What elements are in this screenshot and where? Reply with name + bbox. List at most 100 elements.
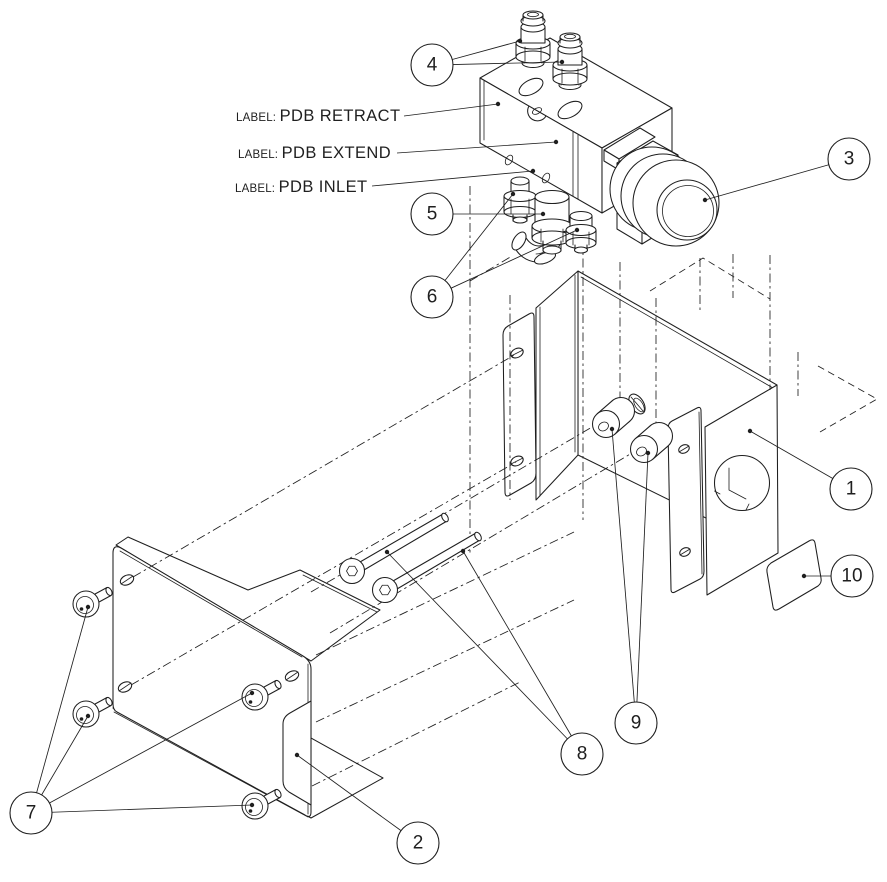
top-port-hole: [557, 100, 583, 120]
leader-dot: [85, 604, 91, 610]
hole-mark: [510, 457, 524, 465]
leader-dot: [540, 211, 546, 217]
button-screw: [72, 695, 114, 728]
nut-facets: [540, 228, 564, 243]
axis-line: [311, 681, 521, 787]
balloon-leader-line: [749, 430, 834, 479]
balloon-4[interactable]: 4: [410, 38, 565, 87]
flange-thickness: [302, 574, 378, 613]
socket-screw: [371, 530, 484, 604]
washer-slot: [630, 396, 644, 412]
cap-top: [510, 176, 530, 186]
balloon-10[interactable]: 10: [801, 554, 874, 598]
part-2-angle-bracket: [112, 536, 384, 819]
leader-dot: [559, 59, 565, 65]
washer-inner: [633, 397, 645, 413]
label-name: PDB EXTEND: [282, 144, 391, 162]
leader-dot: [294, 752, 300, 758]
balloon-number: 2: [413, 833, 424, 854]
balloon-leader-line: [462, 550, 572, 737]
button-screw: [241, 787, 283, 820]
front-face: [112, 546, 312, 817]
leader-dot: [85, 713, 91, 719]
balloon-leader-line: [386, 551, 568, 740]
centerlines: [130, 186, 878, 787]
leader-dot: [517, 38, 523, 44]
tube-tip: [542, 245, 562, 255]
connector-face-inner: [656, 179, 718, 241]
hole-mark: [118, 682, 132, 692]
balloon-leader-line: [452, 61, 563, 65]
balloon-number: 9: [631, 713, 642, 734]
balloon-leader-line: [51, 804, 253, 813]
leader-dot: [249, 690, 255, 696]
balloon-circle[interactable]: [827, 137, 871, 181]
large-hole: [713, 454, 771, 512]
notch-hole: [531, 107, 543, 115]
fitting-middle-inlet: [531, 189, 573, 255]
balloon-7[interactable]: 7: [9, 604, 255, 835]
port-label-pdb-extend: LABEL: PDB EXTEND: [238, 139, 559, 162]
label-name: PDB INLET: [279, 178, 368, 196]
balloon-number: 4: [427, 55, 438, 76]
balloon-circle[interactable]: [9, 791, 53, 835]
fold-edge: [119, 550, 303, 658]
part-1-mounting-bracket: [502, 270, 779, 596]
port-label-pdb-inlet: LABEL: PDB INLET: [235, 168, 536, 196]
left-mounting-flange: [502, 312, 537, 497]
balloon-5[interactable]: 5: [410, 192, 546, 236]
balloon-circle[interactable]: [830, 554, 874, 598]
part-9-spacers: [591, 393, 674, 464]
balloon-number: 10: [841, 566, 862, 587]
body-top: [534, 189, 570, 205]
hidden-outline: [649, 257, 771, 300]
balloon-circle[interactable]: [560, 732, 604, 776]
balloon-circle[interactable]: [614, 701, 658, 745]
part-8-socket-screws: [338, 511, 484, 604]
part-3-round-connector: [609, 146, 720, 247]
leader-dot: [460, 548, 466, 554]
leader-dot: [747, 428, 753, 434]
axis-line: [130, 461, 517, 686]
fold-edge: [580, 276, 774, 389]
fitting-small-left: [503, 176, 537, 224]
balloon-leader-line: [704, 164, 829, 201]
balloon-leader-line: [49, 692, 253, 804]
push-in-fitting: [552, 32, 588, 91]
balloon-circle[interactable]: [396, 821, 440, 865]
leader-dot: [553, 139, 559, 145]
balloon-leader-line: [450, 229, 578, 289]
balloon-6[interactable]: 6: [410, 191, 580, 319]
button-screw: [72, 585, 114, 618]
axis-line: [329, 446, 643, 634]
balloon-9[interactable]: 9: [609, 426, 658, 745]
balloon-circle[interactable]: [410, 192, 454, 236]
leader-dot: [702, 197, 708, 203]
leader-dot: [510, 191, 516, 197]
balloon-leader-line: [444, 193, 514, 281]
balloon-2[interactable]: 2: [294, 752, 440, 865]
balloon-circle[interactable]: [410, 43, 454, 87]
balloon-8[interactable]: 8: [384, 548, 604, 776]
fitting-small-right: [565, 210, 597, 254]
hole-notch: [714, 490, 750, 511]
balloon-3[interactable]: 3: [702, 137, 871, 203]
leader-dot: [574, 227, 580, 233]
balloon-number: 7: [26, 803, 37, 824]
port-label-pdb-retract: LABEL: PDB RETRACT: [236, 101, 501, 125]
port-label-text: LABEL: PDB EXTEND: [238, 144, 391, 162]
balloon-number: 1: [846, 479, 857, 500]
balloon-circle[interactable]: [829, 467, 873, 511]
label-prefix: LABEL:: [235, 183, 279, 195]
balloon-leader-line: [452, 40, 521, 60]
leader-dot: [249, 802, 255, 808]
balloon-circle[interactable]: [410, 275, 454, 319]
label-plate: [766, 539, 822, 611]
balloon-1[interactable]: 1: [747, 428, 873, 511]
socket-screw: [338, 511, 451, 585]
balloon-number: 8: [577, 744, 588, 765]
label-prefix: LABEL:: [236, 112, 280, 124]
balloon-number: 3: [844, 149, 855, 170]
